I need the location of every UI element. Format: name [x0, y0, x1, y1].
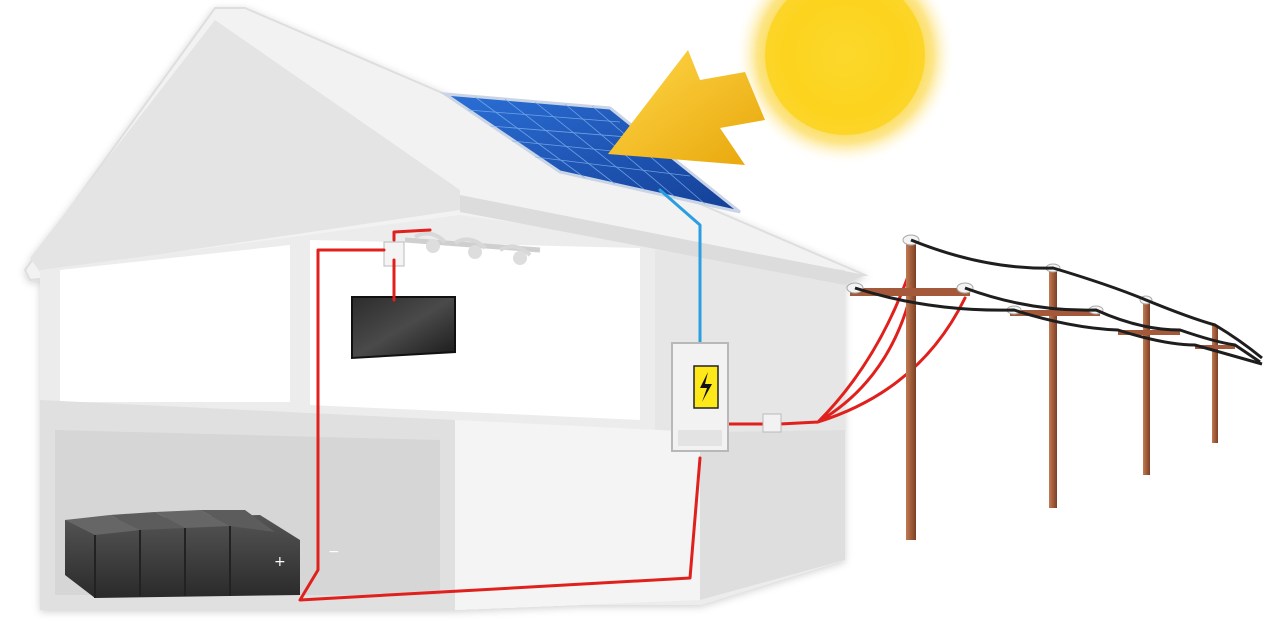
battery-plus-label: + [274, 554, 286, 570]
power-lines [854, 238, 1263, 366]
ac-wire-house-loop [298, 228, 702, 602]
sun-icon [735, 0, 955, 165]
battery-minus-label: − [328, 544, 340, 560]
television [351, 296, 456, 360]
house [23, 7, 869, 610]
energy-arrow-icon [608, 50, 765, 165]
electric-meter-box [671, 342, 729, 452]
ceiling-lights [404, 231, 541, 265]
ac-wire-grid [726, 263, 967, 426]
utility-pole-1 [846, 234, 974, 540]
dc-wire [658, 188, 702, 347]
high-voltage-icon [700, 372, 712, 402]
grid-junction-box [762, 413, 782, 433]
utility-pole-2 [1006, 263, 1104, 508]
utility-pole-4 [1195, 325, 1235, 443]
solar-panel [439, 92, 741, 214]
battery-bank: + − [65, 510, 340, 598]
